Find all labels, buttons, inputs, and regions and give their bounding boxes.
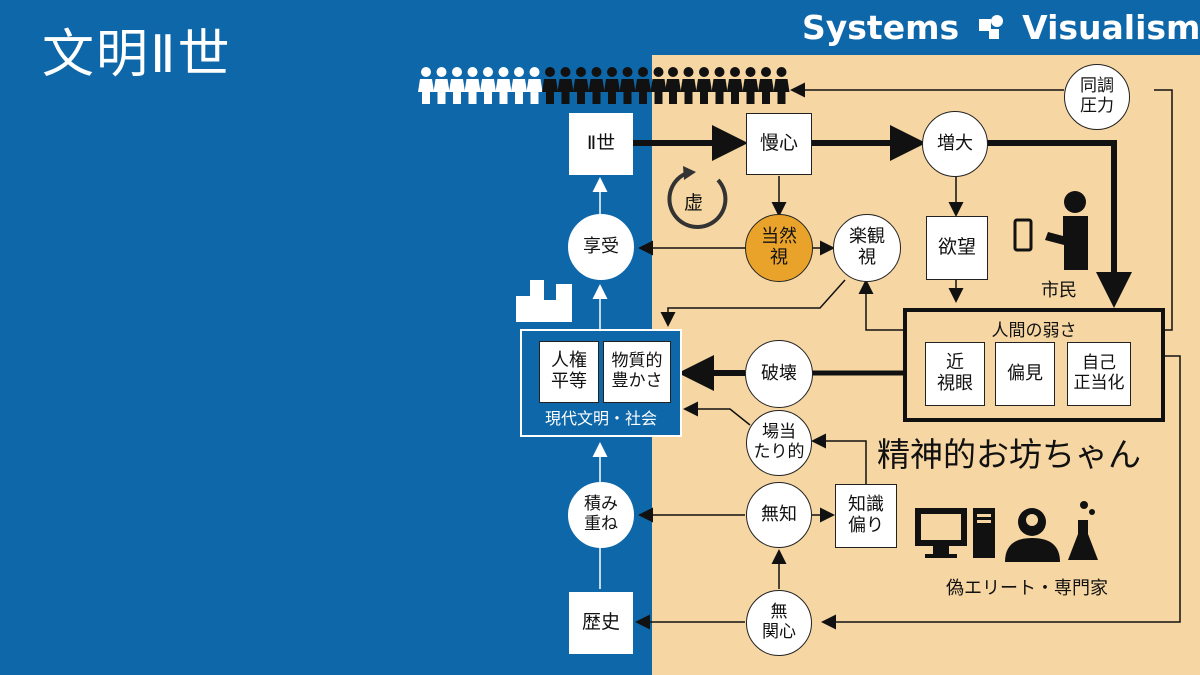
- node-tsumikasane: 積み 重ね: [568, 482, 634, 548]
- node-kyouju: 享受: [568, 214, 634, 280]
- person-figure: [619, 67, 636, 104]
- gendai-caption: 現代文明・社会: [544, 409, 657, 428]
- node-jiko: 自己 正当化: [1067, 342, 1131, 406]
- person-figure: [526, 67, 543, 104]
- person-figure: [650, 67, 667, 104]
- person-figure: [665, 67, 681, 104]
- person-figure: [758, 67, 774, 104]
- person-figure: [696, 67, 712, 104]
- label-seishin: 精神的お坊ちゃん: [877, 435, 1141, 474]
- person-figure: [727, 67, 743, 104]
- person-figure: [542, 67, 558, 104]
- node-baatari: 場当 たり的: [746, 410, 812, 476]
- brand-logo-icon: [977, 10, 1005, 49]
- yowasa-caption: 人間の弱さ: [991, 321, 1077, 341]
- brand-left-text: Systems: [802, 8, 960, 47]
- person-figure: [773, 67, 790, 104]
- node-zoudai: 増大: [922, 111, 988, 177]
- brand-wordmark: Systems Visualism: [802, 8, 1200, 49]
- label-shimin: 市民: [1041, 280, 1077, 301]
- person-figure: [711, 67, 728, 104]
- page-title: 文明Ⅱ世: [42, 25, 232, 85]
- node-douchou: 同調 圧力: [1064, 64, 1130, 130]
- node-kingan: 近 視眼: [925, 342, 985, 406]
- node-chishiki: 知識 偏り: [835, 484, 897, 548]
- person-figure: [588, 67, 605, 104]
- person-figure: [742, 67, 759, 104]
- label-gi-elite: 偽エリート・専門家: [946, 578, 1108, 599]
- thinker-icon: [1005, 508, 1060, 562]
- computer-icon: [915, 508, 995, 558]
- brand-right-text: Visualism: [1022, 8, 1200, 47]
- group-ningen-yowasa: 人間の弱さ 近 視眼 偏見 自己 正当化: [903, 308, 1165, 422]
- node-hakai: 破壊: [745, 340, 813, 408]
- node-muchi: 無知: [746, 482, 812, 548]
- person-figure: [433, 67, 450, 104]
- node-henken: 偏見: [995, 342, 1055, 406]
- flask-icon: [1068, 501, 1098, 560]
- node-mukanshin: 無 関心: [746, 590, 812, 656]
- person-figure: [418, 67, 434, 104]
- node-jinken: 人権 平等: [539, 341, 599, 403]
- person-figure: [480, 67, 496, 104]
- node-touzenshi: 当然 視: [745, 214, 813, 282]
- node-busshitsu: 物質的 豊かさ: [603, 341, 671, 403]
- node-nisei: Ⅱ世: [569, 113, 633, 175]
- person-figure: [511, 67, 527, 104]
- cycle-arrow-icon: [667, 166, 728, 229]
- label-kyo: 虚: [684, 192, 704, 214]
- person-figure: [449, 67, 465, 104]
- group-gendai: 人権 平等 物質的 豊かさ 現代文明・社会: [520, 329, 682, 437]
- node-manshin: 慢心: [746, 113, 812, 175]
- person-figure: [604, 67, 620, 104]
- person-figure: [573, 67, 589, 104]
- person-figure: [557, 67, 574, 104]
- person-figure: [464, 67, 481, 104]
- person-figure: [495, 67, 512, 104]
- person-figure: [635, 67, 651, 104]
- person-figure: [680, 67, 697, 104]
- node-rekishi: 歴史: [569, 592, 633, 654]
- node-yokubou: 欲望: [926, 216, 988, 280]
- node-rakkanshi: 楽観 視: [833, 214, 901, 282]
